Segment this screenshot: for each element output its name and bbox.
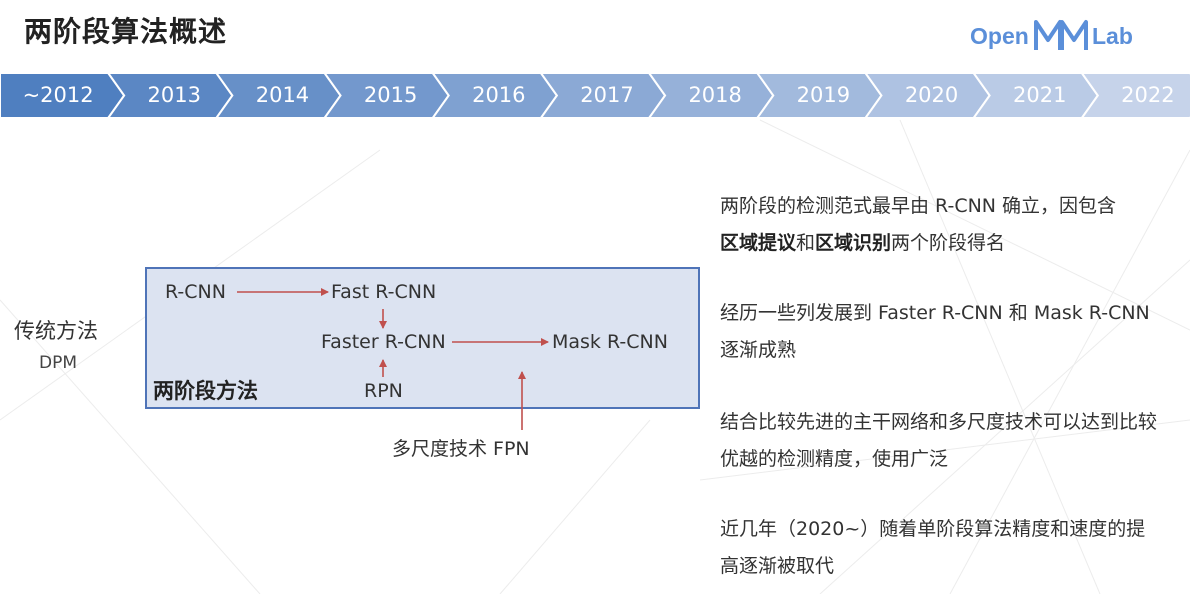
node-faster-rcnn: Faster R-CNN — [321, 331, 446, 353]
mm-mark-icon — [1034, 20, 1088, 50]
paragraph-1-and: 和 — [796, 232, 816, 254]
timeline-chevron — [756, 73, 883, 118]
timeline-year-label: 2013 — [147, 83, 201, 107]
timeline-chevron — [864, 73, 991, 118]
paragraph-2: 经历一些列发展到 Faster R-CNN 和 Mask R-CNN 逐渐成熟 — [720, 302, 1150, 361]
timeline-year-label: 2022 — [1121, 83, 1175, 107]
paragraph-4: 近几年（2020~）随着单阶段算法精度和速度的提高逐渐被取代 — [720, 518, 1146, 577]
paragraph-1-text: 两阶段的检测范式最早由 R-CNN 确立，因包含 — [720, 195, 1117, 217]
timeline-chevron — [972, 73, 1100, 118]
node-mask-rcnn: Mask R-CNN — [552, 331, 668, 353]
page-title: 两阶段算法概述 — [24, 15, 228, 48]
timeline-year-label: 2017 — [580, 83, 634, 107]
timeline-year-label: 2018 — [688, 83, 742, 107]
timeline-chevron — [647, 73, 775, 118]
timeline-chevron — [539, 73, 667, 118]
timeline-chevron — [431, 73, 559, 118]
node-fast-rcnn: Fast R-CNN — [331, 281, 437, 303]
dpm-label: DPM — [39, 353, 78, 373]
timeline-year-label: 2019 — [796, 83, 851, 107]
openmmlab-logo: Open Lab — [970, 20, 1133, 50]
node-fpn: 多尺度技术 FPN — [392, 438, 530, 460]
node-rcnn: R-CNN — [165, 281, 226, 303]
two-stage-box — [145, 267, 700, 409]
timeline-year-label: 2014 — [255, 83, 310, 107]
paragraph-3: 结合比较先进的主干网络和多尺度技术可以达到比较优越的检测精度，使用广泛 — [720, 411, 1158, 470]
paragraph-1-bold-1: 区域提议 — [720, 232, 797, 254]
traditional-method-title: 传统方法 — [14, 319, 98, 343]
timeline-year-label: 2021 — [1012, 83, 1067, 107]
timeline-chevron — [1080, 73, 1190, 118]
two-stage-box-title: 两阶段方法 — [153, 379, 258, 403]
timeline-year-label: 2020 — [904, 83, 959, 107]
timeline: ~2012 2013 2014 2015 2016 2017 2018 2019 2020 202… — [0, 73, 1190, 118]
timeline-year-label: 2016 — [472, 83, 526, 107]
paragraph-1: 两阶段的检测范式最早由 R-CNN 确立，因包含 区域提议和区域识别两个阶段得名 — [720, 188, 1170, 262]
logo-text-open: Open — [970, 23, 1029, 49]
paragraph-1-bold-2: 区域识别 — [815, 232, 892, 254]
timeline-chevrons — [0, 73, 1190, 118]
timeline-chevron — [106, 73, 234, 118]
timeline-year-label: ~2012 — [22, 83, 94, 107]
timeline-year-label: 2015 — [363, 83, 418, 107]
logo-text-lab: Lab — [1092, 23, 1133, 49]
node-rpn: RPN — [364, 380, 403, 402]
timeline-chevron — [215, 73, 342, 118]
paragraph-1-end: 两个阶段得名 — [891, 232, 1006, 254]
timeline-chevron — [323, 73, 450, 118]
